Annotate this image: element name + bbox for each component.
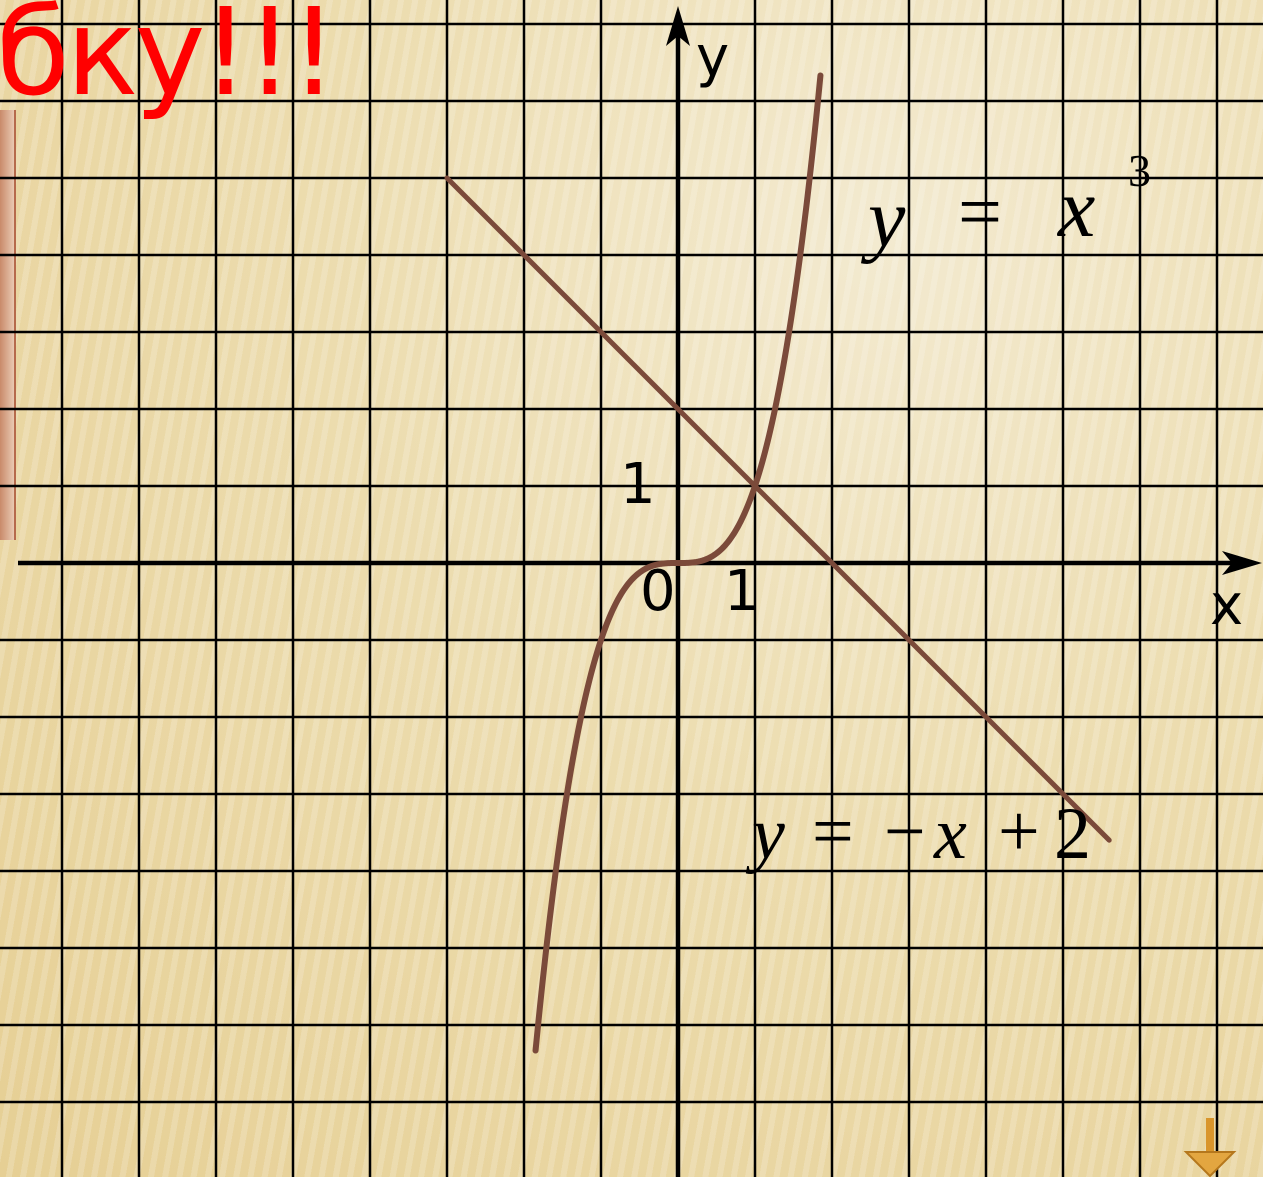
x-unit-tick-label: 1: [724, 559, 760, 624]
linear-line: [444, 175, 1112, 843]
cube-series-label: y = x 3: [860, 145, 1151, 265]
curves: [444, 72, 1112, 1054]
origin-tick-label: 0: [640, 559, 676, 624]
linear-series-label: y = − x + 2: [745, 791, 1091, 875]
y-axis-arrow: [666, 6, 690, 46]
labels: x y 0 1 1 y = x 3 y = − x + 2: [620, 25, 1243, 875]
down-arrow-icon[interactable]: [1182, 1118, 1238, 1177]
x-axis-arrow: [1222, 551, 1262, 575]
banner-text: бку!!!: [0, 0, 338, 123]
axes: [18, 6, 1262, 1177]
side-strip: [0, 110, 16, 540]
x-axis-label: x: [1210, 573, 1243, 638]
cube-curve: [532, 72, 824, 1054]
y-unit-tick-label: 1: [620, 452, 656, 517]
y-axis-label: y: [696, 25, 729, 90]
